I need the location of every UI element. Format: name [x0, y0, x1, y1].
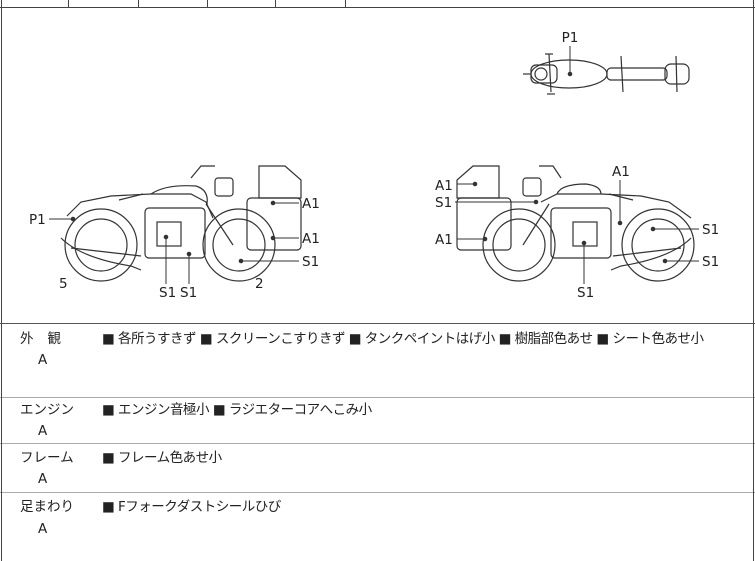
strip-cell — [68, 0, 139, 7]
label-left-s1-right: S1 — [302, 254, 319, 270]
table-row-exterior: 外観 A ■ 各所うすきず ■ スクリーンこすりきず ■ タンクペイントはげ小 … — [0, 324, 755, 397]
row-label-frame: フレーム — [20, 450, 74, 466]
label-right-s1-right-top: S1 — [702, 222, 719, 238]
label-left-s1-under-b: S1 — [180, 285, 197, 301]
strip-cell — [275, 0, 346, 7]
strip-cell — [207, 0, 276, 7]
table-row-suspension: 足まわり A ■ Fフォークダストシールひび — [0, 493, 755, 561]
label-left-s1-under-a: S1 — [159, 285, 176, 301]
motorcycle-left-side-view — [60, 165, 302, 282]
motorcycle-right-side-view — [456, 165, 695, 282]
label-right-s1-bottom: S1 — [577, 285, 594, 301]
label-right-a1-top-left: A1 — [435, 178, 453, 194]
row-label-exterior: 外観 — [20, 331, 75, 347]
row-notes-engine: ■ エンジン音極小 ■ ラジエターコアへこみ小 — [102, 402, 372, 418]
row-grade-suspension: A — [38, 521, 48, 537]
strip-cell — [0, 0, 69, 7]
row-grade-engine: A — [38, 423, 48, 439]
label-left-p1: P1 — [29, 212, 46, 228]
motorcycle-diagram-svg: P1 P1 A1 A1 S1 S1 S1 5 2 A1 S1 A1 A1 S1 … — [29, 30, 719, 301]
label-top-p1: P1 — [562, 30, 579, 46]
table-top-strip — [0, 0, 755, 8]
label-right-a1-top: A1 — [612, 164, 630, 180]
label-left-a1-bottom: A1 — [302, 231, 320, 247]
row-grade-exterior: A — [38, 352, 48, 368]
frame-right-border — [753, 0, 754, 561]
diagram-separator — [0, 323, 755, 324]
label-left-a1-top: A1 — [302, 196, 320, 212]
table-row-engine: エンジン A ■ エンジン音極小 ■ ラジエターコアへこみ小 — [0, 398, 755, 443]
row-separator — [0, 443, 755, 444]
label-right-a1-mid-left: A1 — [435, 232, 453, 248]
row-label-engine: エンジン — [20, 402, 74, 418]
row-notes-exterior: ■ 各所うすきず ■ スクリーンこすりきず ■ タンクペイントはげ小 ■ 樹脂部… — [102, 331, 704, 347]
row-notes-suspension: ■ Fフォークダストシールひび — [102, 499, 281, 515]
row-grade-frame: A — [38, 471, 48, 487]
label-right-s1-right-bottom: S1 — [702, 254, 719, 270]
row-label-suspension: 足まわり — [20, 499, 74, 515]
table-row-frame: フレーム A ■ フレーム色あせ小 — [0, 444, 755, 492]
motorcycle-top-view — [523, 53, 690, 95]
label-left-2: 2 — [255, 276, 264, 292]
row-separator — [0, 397, 755, 398]
row-separator — [0, 492, 755, 493]
damage-diagram: P1 P1 A1 A1 S1 S1 S1 5 2 A1 S1 A1 A1 S1 … — [1, 8, 754, 323]
row-notes-frame: ■ フレーム色あせ小 — [102, 450, 222, 466]
label-right-s1-left: S1 — [435, 195, 452, 211]
label-left-5: 5 — [59, 276, 68, 292]
strip-cell — [138, 0, 208, 7]
frame-left-border — [1, 0, 2, 561]
